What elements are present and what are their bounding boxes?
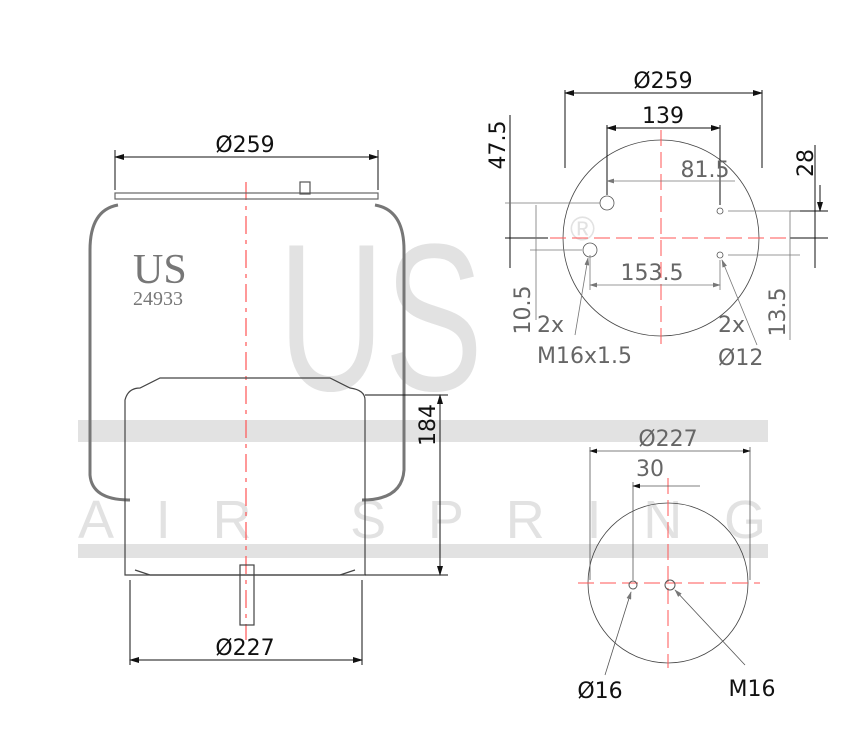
top-plate-view (505, 90, 828, 348)
thread-hole-icon (599, 195, 615, 211)
part-number: 24933 (133, 288, 183, 310)
watermark-registered: ® (570, 210, 595, 248)
bellows-left (88, 203, 131, 502)
mount-hole-icon (716, 207, 724, 215)
top-offset-a: 47.5 (486, 121, 511, 170)
bottom-thread-icon (664, 579, 676, 591)
lower-stud (239, 564, 255, 626)
bottom-thread-label: M16 (729, 677, 776, 702)
top-offset-d: 13.5 (766, 288, 791, 337)
side-dimensions (114, 150, 448, 665)
bellows-right (361, 203, 406, 502)
mount-hole-icon (716, 251, 724, 259)
watermark-bar-top (78, 420, 768, 442)
top-bolt-spacing-c: 153.5 (621, 261, 684, 286)
brand-logo: US (133, 247, 187, 293)
side-top-diameter: Ø259 (215, 133, 274, 158)
top-outer-diameter: Ø259 (633, 69, 692, 94)
piston-base (134, 569, 356, 576)
top-offset-b: 28 (794, 149, 819, 177)
hole-qty: 2x (718, 313, 745, 338)
watermark-logo: US (278, 200, 483, 435)
bottom-hole-label: Ø16 (577, 679, 622, 704)
top-offset-c: 10.5 (511, 286, 536, 335)
bottom-hole-icon (628, 580, 638, 590)
thread-qty: 2x (537, 313, 564, 338)
bottom-plate-view (578, 447, 760, 676)
piston (124, 377, 366, 576)
hole-label: Ø12 (718, 346, 763, 371)
bottom-outer-diameter: Ø227 (638, 427, 697, 452)
thread-label: M16x1.5 (537, 344, 632, 369)
side-view (88, 181, 406, 640)
upper-bead-plate (114, 192, 379, 200)
side-height: 184 (416, 404, 441, 446)
upper-stud (299, 181, 311, 195)
watermark-tagline: AIR SPRING (78, 490, 766, 550)
bottom-hole-spacing: 30 (636, 457, 664, 482)
side-bottom-diameter: Ø227 (215, 636, 274, 661)
top-bolt-offset-b: 81.5 (681, 158, 730, 183)
watermark-bar-bottom (78, 544, 768, 558)
top-bolt-spacing-a: 139 (642, 104, 684, 129)
